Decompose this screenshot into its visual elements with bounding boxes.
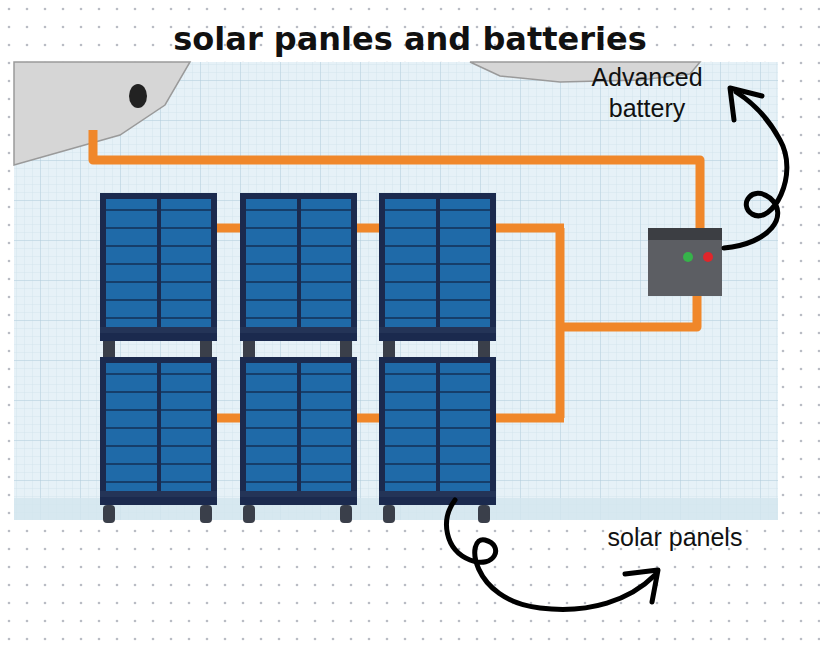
callout-arrow <box>447 88 787 609</box>
grey-structure <box>14 62 190 165</box>
callout-label: Advanced battery <box>572 62 722 125</box>
diagram-title: solar panles and batteries <box>0 20 820 58</box>
grid-ground <box>14 62 778 520</box>
callout-label: solar panels <box>575 522 775 553</box>
solar-panel <box>100 193 496 505</box>
battery-box <box>648 228 722 296</box>
